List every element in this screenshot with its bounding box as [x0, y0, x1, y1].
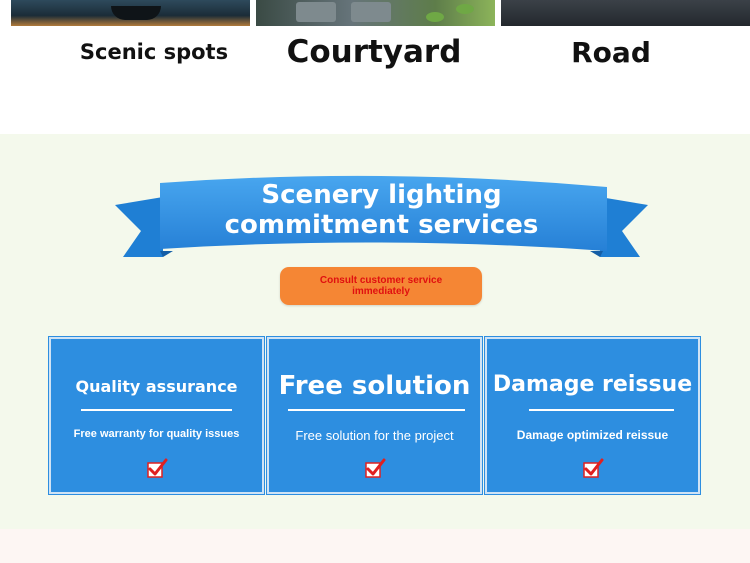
scenic-spots-image[interactable]	[11, 0, 250, 26]
card-title: Damage reissue	[492, 372, 693, 397]
category-label-scenic-spots: Scenic spots	[79, 40, 229, 64]
category-strip: Scenic spots Courtyard Road	[0, 0, 750, 134]
consult-customer-service-button[interactable]: Consult customer service immediately	[280, 267, 482, 305]
ribbon-shape	[115, 175, 648, 257]
lotus-leaf	[426, 12, 444, 22]
category-label-courtyard: Courtyard	[286, 34, 462, 70]
consult-button-label: Consult customer service immediately	[319, 275, 443, 297]
stepping-stone	[296, 2, 336, 22]
service-card-damage-reissue: Damage reissue Damage optimized reissue	[485, 337, 700, 494]
card-title: Free solution	[278, 371, 471, 401]
road-image[interactable]	[501, 0, 750, 26]
service-title-line1: Scenery lighting	[261, 180, 502, 210]
stepping-stone	[351, 2, 391, 22]
card-divider	[288, 409, 465, 411]
checkbox-check-icon	[582, 458, 603, 478]
checkbox-check-icon	[146, 458, 167, 478]
service-ribbon-banner: Scenery lighting commitment services	[115, 173, 648, 265]
service-card-quality-assurance: Quality assurance Free warranty for qual…	[49, 337, 264, 494]
card-subtitle: Free solution for the project	[295, 428, 454, 443]
service-section: Scenery lighting commitment services Con…	[0, 134, 750, 529]
card-subtitle: Damage optimized reissue	[516, 428, 669, 442]
card-subtitle: Free warranty for quality issues	[73, 428, 240, 440]
checkbox-check-icon	[364, 458, 385, 478]
next-section-edge	[0, 529, 750, 563]
card-title: Quality assurance	[75, 377, 238, 396]
category-label-road: Road	[571, 36, 651, 69]
lotus-leaf	[456, 4, 474, 14]
card-divider	[529, 409, 674, 411]
service-title-line2: commitment services	[224, 210, 539, 240]
card-divider	[81, 409, 232, 411]
courtyard-image[interactable]	[256, 0, 495, 26]
service-card-free-solution: Free solution Free solution for the proj…	[267, 337, 482, 494]
boat-shape	[111, 6, 161, 20]
